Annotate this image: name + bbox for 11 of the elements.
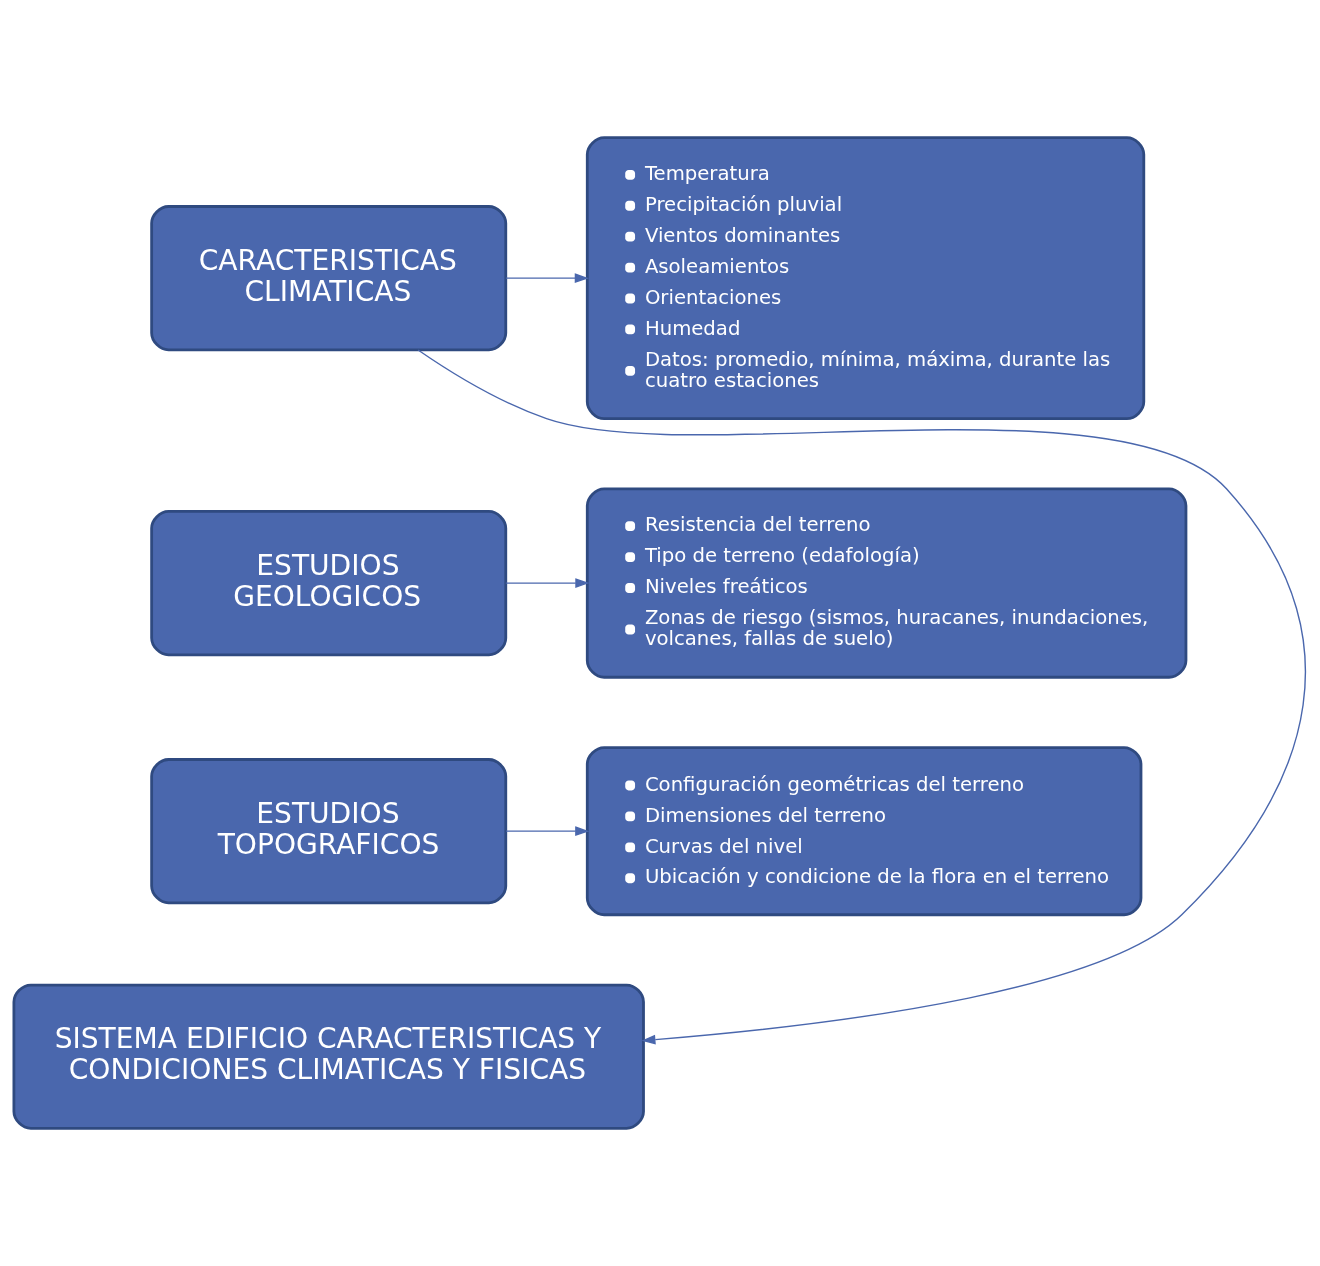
node-box: ESTUDIOS GEOLOGICOS <box>150 510 508 657</box>
node-box: CARACTERISTICAS CLIMATICAS <box>150 205 508 352</box>
arrow <box>505 578 590 589</box>
arrow <box>417 349 1307 1045</box>
arrow <box>505 826 590 837</box>
arrow <box>505 273 589 284</box>
node-box: Temperatura Precipitación pluvial Vientos dominantes Asoleamientos Orientaciones Humedad Datos: promedio, mínima, máxima, durante las cuatro estaciones <box>585 136 1146 421</box>
node-box: Configuración geométricas del terreno Dimensiones del terreno Curvas del nivel Ubicación y condicione de la flora en el terreno <box>585 746 1143 917</box>
node-box: SISTEMA EDIFICIO CARACTERISTICAS Y CONDICIONES CLIMATICAS Y FISICAS <box>12 983 645 1130</box>
node-box: ESTUDIOS TOPOGRAFICOS <box>150 758 508 905</box>
node-box: Resistencia del terreno Tipo de terreno (edafología) Niveles freáticos Zonas de riesgo (sismos, huracanes, inundaciones, volcanes, fallas de suelo) <box>585 487 1188 679</box>
